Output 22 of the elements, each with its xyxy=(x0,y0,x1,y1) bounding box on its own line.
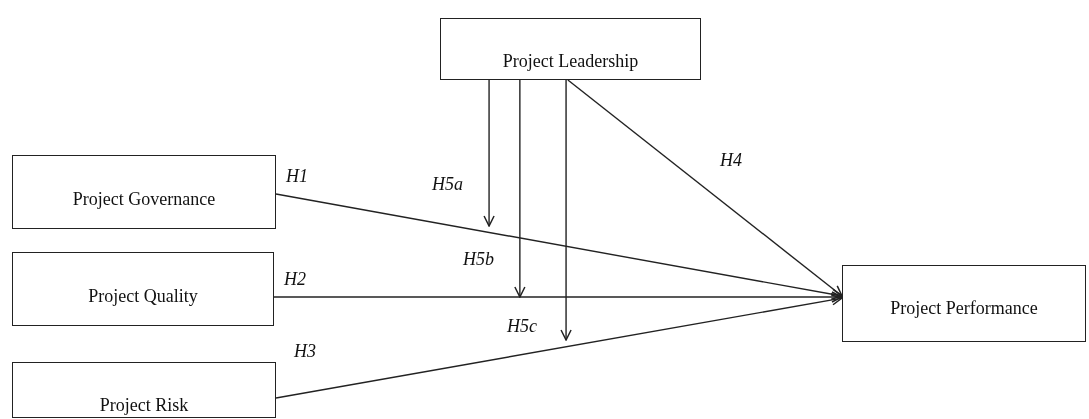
construct-box xyxy=(12,155,276,229)
arrow xyxy=(560,79,572,341)
construct-box xyxy=(12,252,274,326)
hypothesis-label: H5a xyxy=(432,175,463,193)
arrow xyxy=(514,79,526,298)
hypothesis-label: H2 xyxy=(284,270,306,288)
arrow xyxy=(483,79,495,227)
construct-box xyxy=(440,18,701,80)
arrow xyxy=(275,294,843,399)
arrow xyxy=(567,79,843,297)
construct-name: Project Governance xyxy=(72,188,216,210)
construct-name: Project Performance xyxy=(890,298,1038,319)
construct-box xyxy=(12,362,276,418)
construct-name: Project Quality xyxy=(88,285,198,307)
hypothesis-label: H4 xyxy=(720,151,742,169)
construct-name: Project Leadership xyxy=(502,50,639,72)
hypothesis-label: H1 xyxy=(286,167,308,185)
construct-box xyxy=(842,265,1086,342)
construct-name: Project Risk xyxy=(99,394,189,416)
hypothesis-label: H5b xyxy=(463,250,494,268)
hypothesis-label: H3 xyxy=(294,342,316,360)
hypothesis-label: H5c xyxy=(507,317,537,335)
